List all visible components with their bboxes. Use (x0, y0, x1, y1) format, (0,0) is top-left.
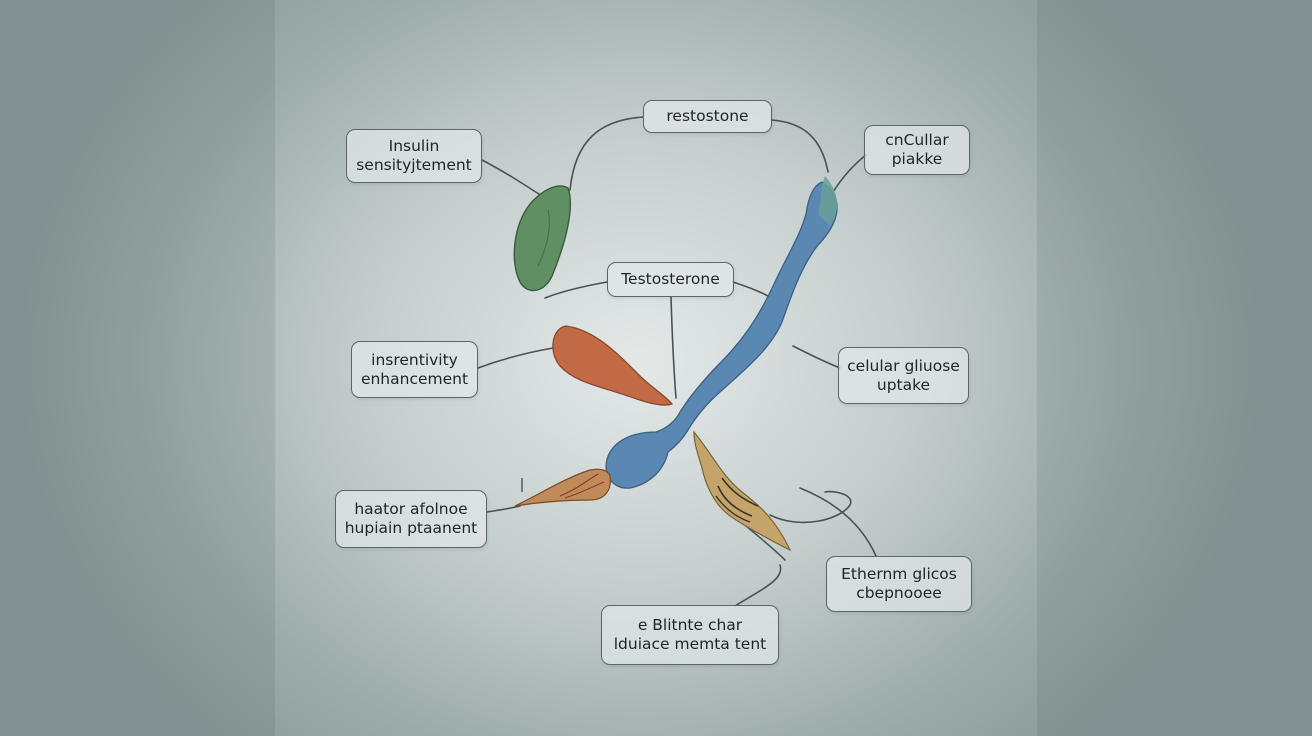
node-testosterone-center: Testosterone (607, 262, 734, 297)
node-blitnte-char: e Blitnte char lduiace memta tent (601, 605, 779, 665)
node-blitnte-line1: e Blitnte char (637, 616, 743, 634)
node-insensitivity-line1: insrentivity (371, 350, 458, 369)
node-ethernm-glicos: Ethernm glicos cbepnooee (826, 556, 972, 612)
node-haator-line2: hupiain ptaanent (344, 519, 478, 537)
connector-lower-right (799, 487, 877, 557)
connector-mid-right (792, 345, 841, 369)
orange-organ-illustration (552, 325, 674, 406)
node-testosterone-label: Testosterone (621, 270, 720, 288)
connector-mid-left (477, 347, 554, 369)
connector-lower-right-wave (769, 490, 852, 524)
connector-lower-left (486, 505, 521, 513)
node-haator-afolnoe: haator afolnoe hupiain ptaanent (335, 490, 487, 548)
node-insulin-sensitivity: Insulin sensityjtement (346, 129, 482, 183)
node-insulin-line2: sensityjtement (356, 156, 472, 174)
node-cellular-line2: piakke (891, 150, 943, 168)
connector-top-right (832, 154, 867, 193)
connector-top-arc-left (569, 116, 644, 191)
node-insulin-line1: Insulin (388, 137, 440, 155)
node-blitnte-line2: lduiace memta tent (613, 635, 767, 653)
node-insensitivity-line2: enhancement (360, 369, 469, 388)
node-cellular-uptake: cnCullar piakke (864, 125, 970, 175)
connector-center-down (670, 296, 677, 399)
node-cellular-glucose-uptake: celular gliuose uptake (838, 347, 969, 404)
node-glucose-line2: uptake (876, 375, 931, 394)
node-haator-line1: haator afolnoe (354, 500, 468, 518)
connector-lines (477, 116, 877, 607)
node-insensitivity-enhancement: insrentivity enhancement (351, 341, 478, 398)
right-shade (1037, 0, 1312, 736)
connector-top-arc-right (770, 119, 829, 173)
lower-right-muscle-illustration (693, 430, 792, 552)
node-restostone: restostone (643, 100, 772, 133)
node-ethernm-line1: Ethernm glicos (841, 565, 957, 583)
left-shade (0, 0, 275, 736)
node-glucose-line1: celular gliuose (847, 356, 960, 375)
lower-left-muscle-illustration (514, 468, 611, 507)
green-organ-illustration (513, 185, 572, 292)
node-restostone-label: restostone (666, 107, 749, 125)
node-ethernm-line2: cbepnooee (856, 584, 942, 602)
node-cellular-line1: cnCullar (885, 131, 949, 149)
blue-vessel-illustration (605, 176, 838, 489)
connector-top-left (481, 159, 546, 199)
connector-center-left (544, 281, 608, 299)
connector-bottom (734, 564, 782, 607)
